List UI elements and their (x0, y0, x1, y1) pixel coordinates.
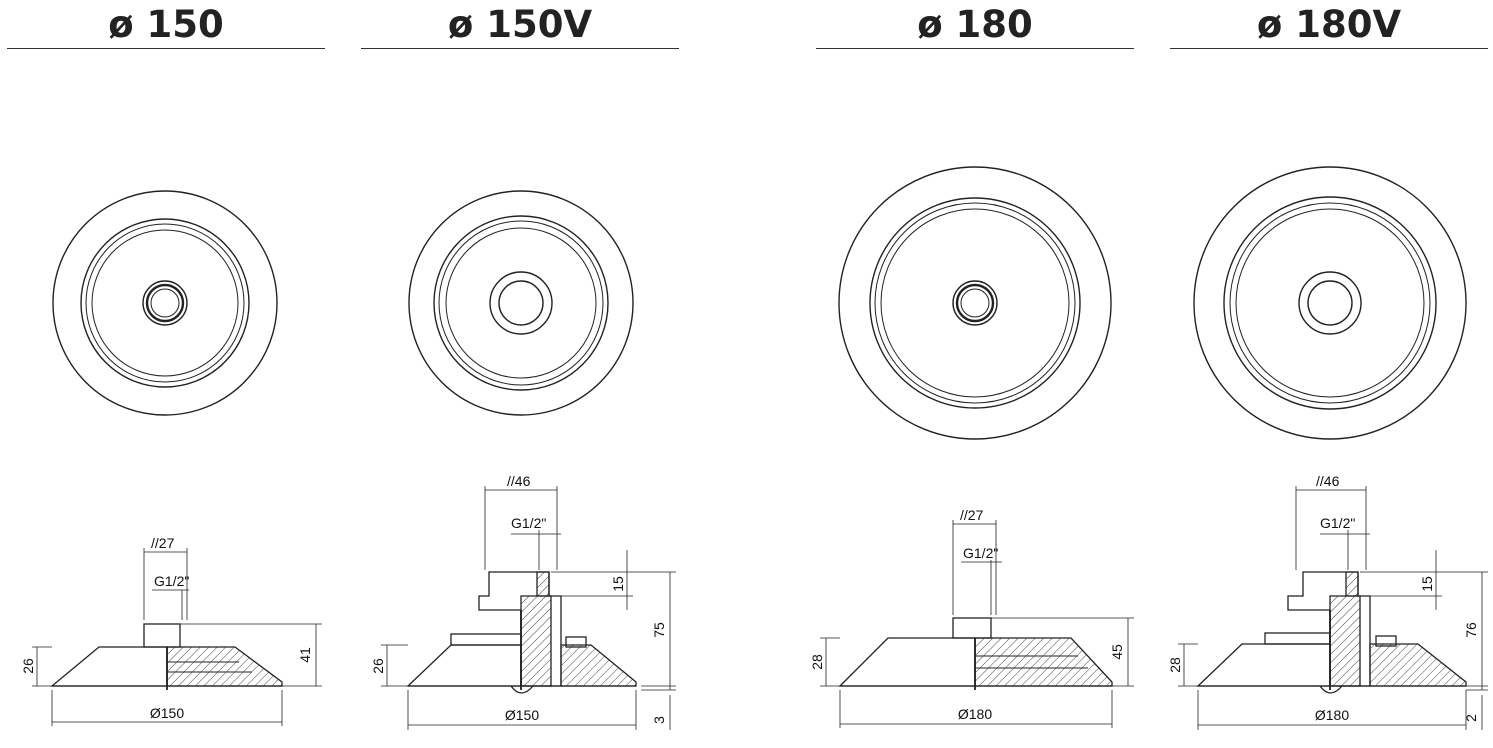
title-underline (816, 48, 1134, 49)
dim-thread: G1/2" (511, 515, 546, 531)
dimensions (820, 520, 1134, 728)
dim-height-side: 28 (809, 654, 825, 670)
dim-height-bottom: 2 (1463, 714, 1479, 722)
dim-thread: G1/2" (154, 573, 189, 589)
dim-height-top: 15 (1419, 576, 1435, 592)
dim-across-flats: //27 (960, 507, 984, 523)
dimensions (32, 548, 322, 726)
panel-d180v: ø 180V (1167, 0, 1488, 748)
drawing-d180: //27 G1/2" 28 45 Ø180 (809, 166, 1134, 728)
dim-height-side: 26 (20, 658, 36, 674)
side-view (406, 571, 637, 694)
side-view (1196, 571, 1467, 694)
dim-height-bottom: 3 (651, 716, 667, 724)
drawing-d150v: //46 G1/2" 26 15 75 Ø150 3 (370, 190, 676, 730)
dim-height-side: 26 (370, 658, 386, 674)
dimensions (381, 486, 676, 730)
dim-height-side: 28 (1167, 657, 1183, 673)
dim-diameter: Ø180 (1315, 707, 1349, 723)
dim-across-flats: //27 (151, 535, 175, 551)
panel-title: ø 150 (108, 3, 224, 46)
dim-diameter: Ø150 (150, 705, 184, 721)
side-view (50, 623, 283, 690)
dim-across-flats: //46 (507, 473, 531, 489)
dim-height-total: 45 (1109, 644, 1125, 660)
title-underline (361, 48, 679, 49)
dim-height-total: 76 (1463, 622, 1479, 638)
side-view (838, 617, 1113, 690)
panel-d150: ø 150 (7, 0, 325, 748)
dim-diameter: Ø150 (505, 707, 539, 723)
panel-d150v: ø 150V (361, 0, 679, 748)
title-underline (7, 48, 325, 49)
top-view (52, 190, 278, 416)
title-underline (1170, 48, 1488, 49)
dimensions (1178, 486, 1488, 730)
dim-across-flats: //46 (1316, 473, 1340, 489)
dim-diameter: Ø180 (958, 706, 992, 722)
drawing-d150: //27 G1/2" 26 41 Ø150 (20, 190, 322, 726)
dim-height-top: 15 (610, 576, 626, 592)
top-view (408, 190, 634, 416)
drawing-d180v: //46 G1/2" 28 15 76 Ø180 2 (1167, 166, 1488, 730)
dim-height-total: 75 (651, 622, 667, 638)
dim-thread: G1/2" (1320, 515, 1355, 531)
top-view (838, 166, 1112, 440)
panel-title: ø 150V (447, 3, 593, 46)
dim-height-total: 41 (297, 647, 313, 663)
panel-d180: ø 180 (809, 0, 1134, 748)
top-view (1193, 166, 1467, 440)
dim-thread: G1/2" (963, 545, 998, 561)
panel-title: ø 180V (1256, 3, 1402, 46)
panel-title: ø 180 (917, 3, 1033, 46)
